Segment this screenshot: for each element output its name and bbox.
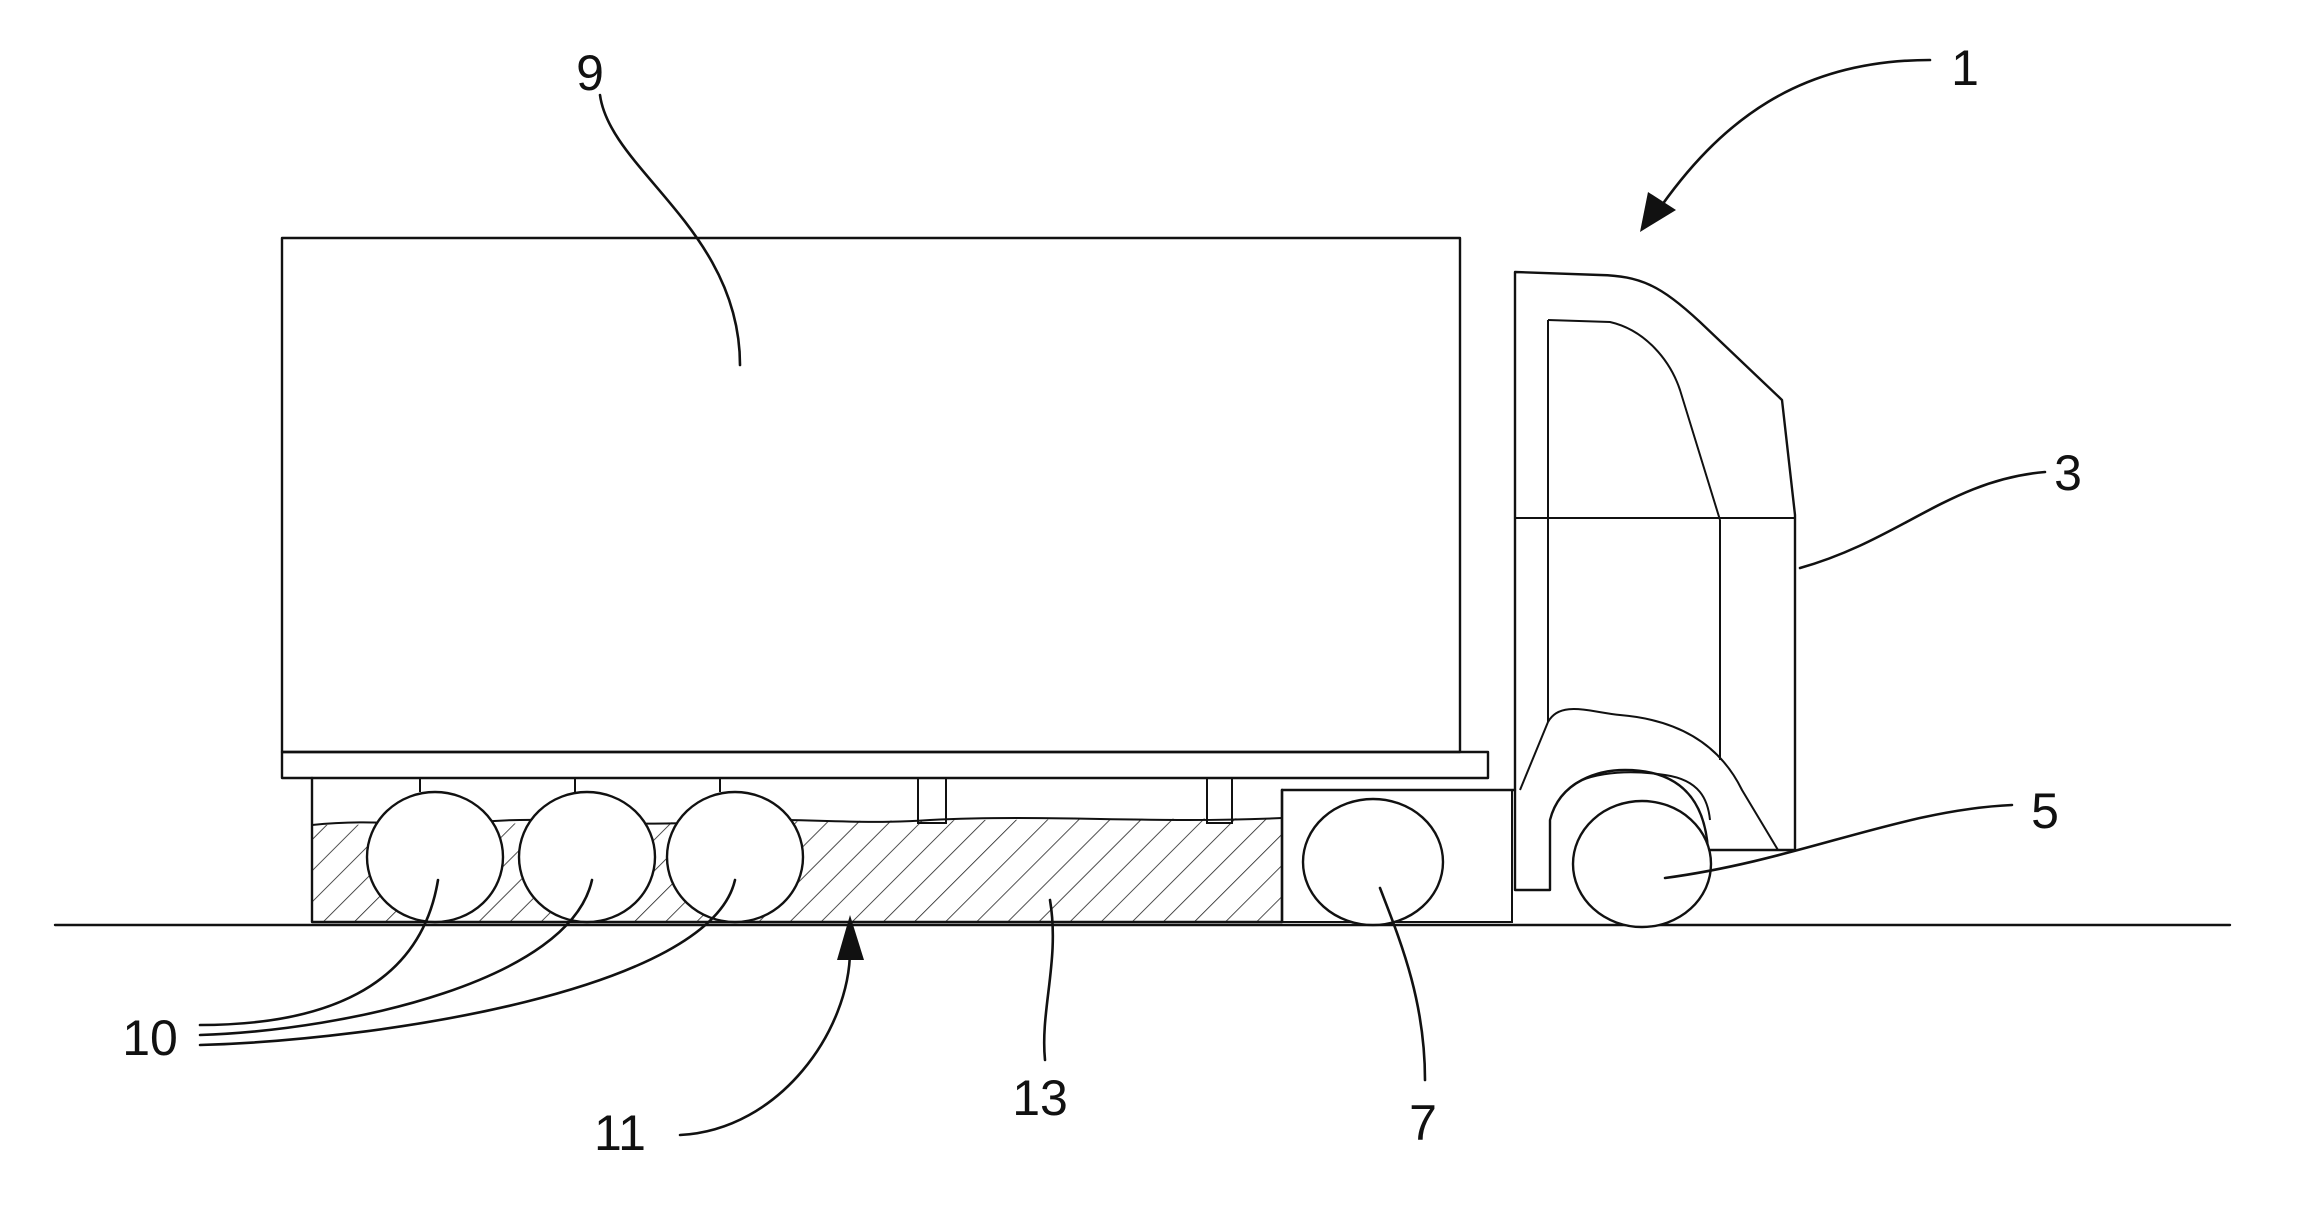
trailer-wheel-3 xyxy=(667,792,803,922)
leader-lines xyxy=(200,60,2045,1135)
tractor-cab xyxy=(1515,272,1795,890)
label-13: 13 xyxy=(1012,1070,1068,1126)
tractor-front-wheel xyxy=(1573,801,1711,927)
label-9: 9 xyxy=(576,45,604,101)
label-10: 10 xyxy=(122,1010,178,1066)
trailer-wheel-1 xyxy=(367,792,503,922)
label-5: 5 xyxy=(2031,783,2059,839)
label-1: 1 xyxy=(1951,40,1979,96)
tractor-rear-wheel xyxy=(1303,799,1443,925)
label-11: 11 xyxy=(594,1105,646,1161)
arrowhead-1 xyxy=(1640,192,1676,232)
trailer-wheel-2 xyxy=(519,792,655,922)
label-3: 3 xyxy=(2054,445,2082,501)
label-7: 7 xyxy=(1409,1095,1437,1151)
trailer-deck xyxy=(282,752,1488,778)
trailer-box xyxy=(282,238,1460,752)
